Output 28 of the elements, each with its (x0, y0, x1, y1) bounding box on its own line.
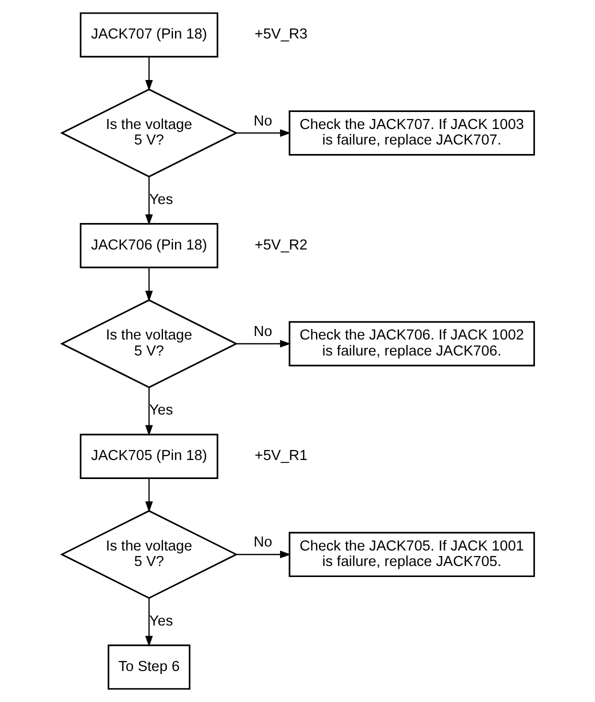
arrow (236, 129, 290, 137)
node-box: JACK706 (Pin 18) (79, 223, 218, 268)
node-label: +5V_R1 (254, 448, 307, 464)
edge-label: Yes (148, 402, 172, 419)
edge-label: Yes (148, 192, 172, 208)
node-label: +5V_R3 (254, 26, 307, 43)
arrow (144, 388, 152, 436)
arrow (144, 598, 152, 647)
node-label: +5V_R2 (254, 237, 307, 254)
edge-label: No (253, 324, 272, 340)
node-box: Check the JACK707. If JACK 1003 is failure, replace JACK707. (288, 110, 534, 156)
arrow (236, 550, 290, 558)
arrow (144, 176, 152, 226)
node-box: JACK707 (Pin 18) (79, 12, 218, 58)
edge-label: No (253, 534, 272, 551)
node-diamond: Is the voltage 5 V? (60, 510, 238, 599)
edge-label: Yes (148, 613, 172, 630)
arrow (144, 478, 152, 512)
arrow (236, 340, 290, 348)
edge-label: No (253, 113, 272, 130)
node-diamond: Is the voltage 5 V? (60, 299, 238, 388)
node-box: Check the JACK705. If JACK 1001 is failure, replace JACK705. (288, 532, 534, 578)
node-box: JACK705 (Pin 18) (79, 434, 218, 479)
node-box: To Step 6 (107, 644, 190, 690)
node-diamond: Is the voltage 5 V? (60, 88, 238, 178)
node-box: Check the JACK706. If JACK 1002 is failure, replace JACK706. (288, 321, 534, 366)
arrow (144, 56, 152, 91)
arrow (144, 268, 152, 302)
